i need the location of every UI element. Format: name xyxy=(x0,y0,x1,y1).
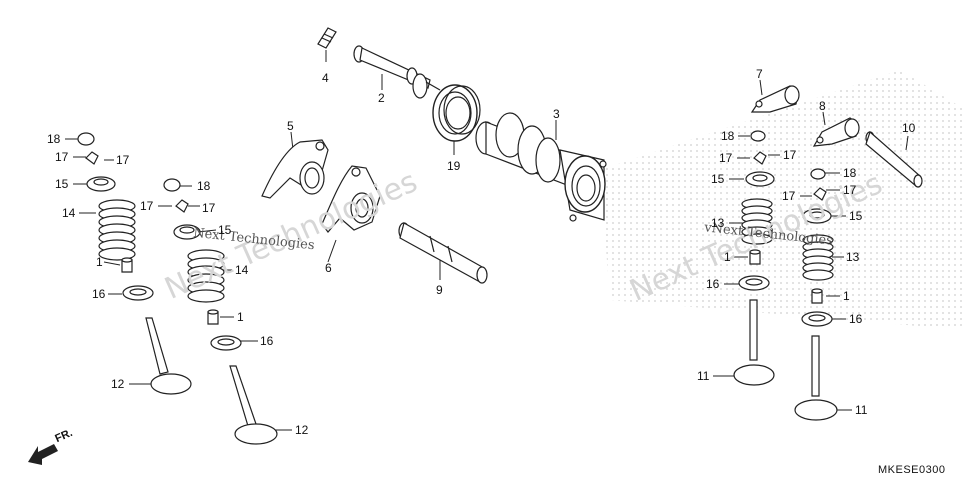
spring-13-right xyxy=(741,198,773,245)
bearing-part-19 xyxy=(432,84,481,142)
pin-part-4 xyxy=(317,27,337,49)
dotted-background-area xyxy=(600,70,966,330)
callout-16-middle: 16 xyxy=(260,334,274,348)
callout-15-far-right: 15 xyxy=(849,209,863,223)
callout-7: 7 xyxy=(756,67,763,81)
diagram-code: MKESE0300 xyxy=(878,464,946,476)
callout-18-right: 18 xyxy=(721,129,735,143)
callout-4: 4 xyxy=(322,71,329,85)
callout-12-middle: 12 xyxy=(295,423,309,437)
callout-18-left: 18 xyxy=(47,132,61,146)
rocker-arm-part-6 xyxy=(321,165,381,233)
front-direction-arrow xyxy=(28,444,58,465)
callout-13-far-right: 13 xyxy=(846,250,860,264)
callout-16-right: 16 xyxy=(706,277,720,291)
callout-13-right: 13 xyxy=(711,216,725,230)
callout-17-right-a: 17 xyxy=(719,151,733,165)
valve-assembly-right xyxy=(733,130,775,386)
valve-assembly-middle xyxy=(163,178,278,445)
callout-15-middle: 15 xyxy=(218,223,232,237)
callout-1-left: 1 xyxy=(96,255,103,269)
camshaft-part-3 xyxy=(475,112,607,222)
callout-17-far-right-a: 17 xyxy=(782,189,796,203)
callout-2: 2 xyxy=(378,91,385,105)
callout-17-middle-a: 17 xyxy=(140,199,154,213)
valve-12-middle xyxy=(229,365,278,445)
callout-18-far-right: 18 xyxy=(843,166,857,180)
callout-17-right-b: 17 xyxy=(783,148,797,162)
valve-11-right xyxy=(733,299,775,386)
shaft-part-2 xyxy=(353,45,441,99)
callout-11-right: 11 xyxy=(697,369,710,383)
callout-1-far-right: 1 xyxy=(843,289,850,303)
valve-assembly-far-right xyxy=(794,168,838,421)
rocker-arm-part-5 xyxy=(261,139,329,199)
rocker-shaft-part-9 xyxy=(398,222,488,284)
callout-17-far-right-b: 17 xyxy=(843,183,857,197)
valve-12-left xyxy=(145,317,192,395)
callout-1-right: 1 xyxy=(724,250,731,264)
callout-15-left: 15 xyxy=(55,177,69,191)
rocker-arm-part-8 xyxy=(812,117,860,147)
shaft-part-10 xyxy=(865,130,923,188)
callout-1-middle: 1 xyxy=(237,310,244,324)
callout-8: 8 xyxy=(819,99,826,113)
spring-13-far-right xyxy=(802,234,834,281)
callout-9: 9 xyxy=(436,283,443,297)
callout-17-left-b: 17 xyxy=(116,153,130,167)
valve-11-far-right xyxy=(794,335,838,421)
callout-10: 10 xyxy=(902,121,916,135)
callout-16-left: 16 xyxy=(92,287,106,301)
callout-17-middle-b: 17 xyxy=(202,201,216,215)
callout-17-left-a: 17 xyxy=(55,150,69,164)
spring-14-left xyxy=(98,199,136,261)
callout-15-right: 15 xyxy=(711,172,725,186)
callout-16-far-right: 16 xyxy=(849,312,863,326)
callout-3: 3 xyxy=(553,107,560,121)
rocker-arm-part-7 xyxy=(750,85,800,113)
callout-19: 19 xyxy=(447,159,461,173)
callout-14-middle: 14 xyxy=(235,263,249,277)
callout-12-left: 12 xyxy=(111,377,125,391)
callout-11-far-right: 11 xyxy=(855,403,868,417)
valve-assembly-left xyxy=(77,132,192,395)
callout-6: 6 xyxy=(325,261,332,275)
callout-5: 5 xyxy=(287,119,294,133)
spring-14-middle xyxy=(187,249,225,303)
callout-18-middle: 18 xyxy=(197,179,211,193)
callout-14-left: 14 xyxy=(62,206,76,220)
